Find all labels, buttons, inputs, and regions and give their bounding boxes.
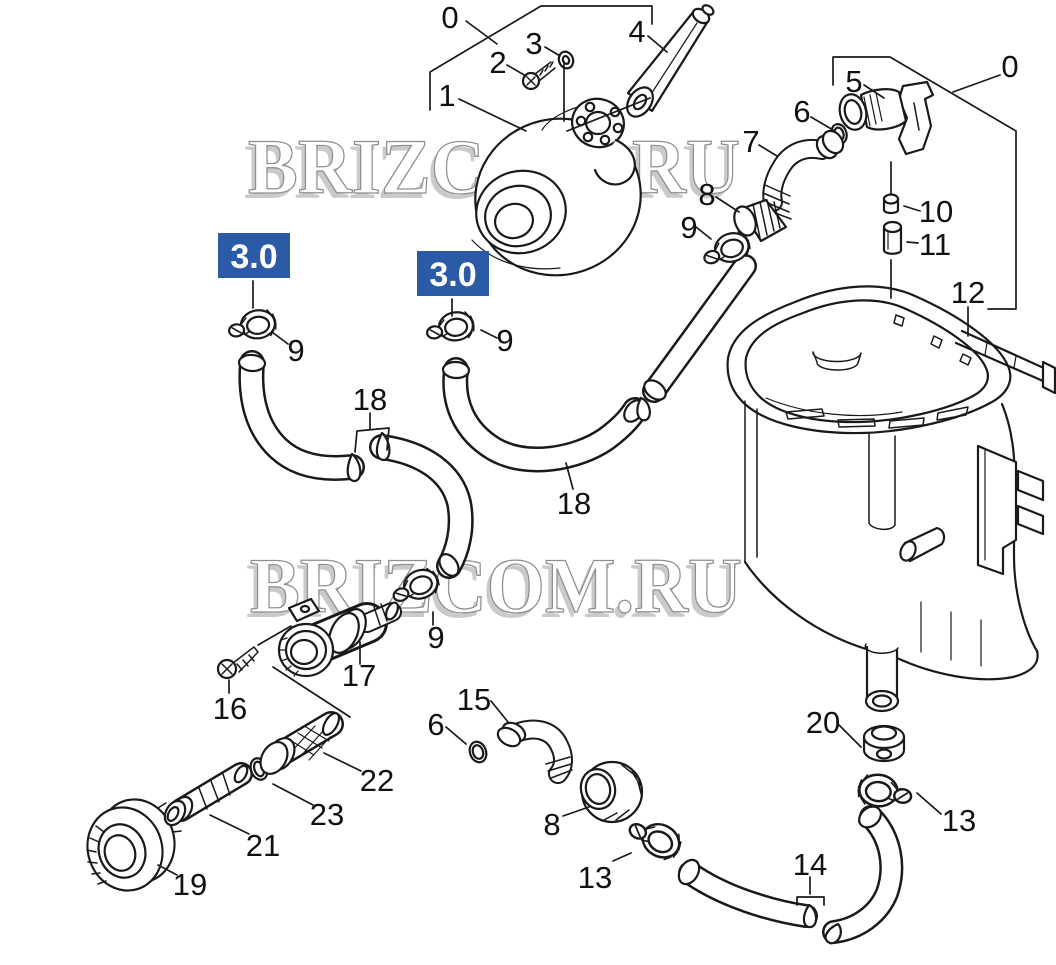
callout-part-18-left: 18 [353, 382, 387, 417]
bearing [571, 97, 625, 149]
callout-part-7: 7 [742, 124, 759, 159]
callout-part-1: 1 [438, 78, 455, 113]
hose-left [237, 350, 474, 579]
inlet-fitting [277, 597, 402, 678]
callout-part-6-top: 6 [793, 94, 810, 129]
o-ring-bottom [468, 740, 488, 764]
callout-part-22: 22 [360, 763, 394, 798]
tank-mount-rail [954, 329, 1056, 576]
callout-part-16: 16 [213, 691, 247, 726]
callout-part-3: 3 [525, 26, 542, 61]
callout-group-right: 0 [1001, 49, 1018, 84]
elbow-fitting [496, 719, 573, 784]
callout-part-9-mid: 9 [496, 323, 513, 358]
coupling-nut-top [733, 198, 788, 243]
watermark-text: BRIZCOM.RU [250, 542, 742, 629]
hose-clamp-left [225, 306, 279, 344]
callout-part-6-bottom: 6 [427, 707, 444, 742]
callout-part-12: 12 [951, 275, 985, 310]
drain-plug [862, 724, 906, 763]
cap-nut [86, 798, 182, 892]
coupling-nut-bottom [579, 760, 644, 824]
hose-clamp-bottom-mid [623, 809, 688, 866]
hose-barb-fitting [163, 762, 253, 827]
callout-group-top: 0 [441, 0, 458, 35]
callout-part-14: 14 [793, 847, 827, 882]
cap-plug [882, 193, 900, 215]
callout-part-13-right: 13 [942, 803, 976, 838]
callout-part-4: 4 [628, 14, 645, 49]
pump-housing [471, 97, 642, 277]
callout-part-8-bottom: 8 [543, 807, 560, 842]
callout-part-10: 10 [919, 194, 953, 229]
detergent-tank [726, 285, 1056, 713]
washer [557, 50, 575, 70]
callout-part-8-top: 8 [698, 177, 715, 212]
callout-part-13-mid: 13 [578, 860, 612, 895]
version-badge-left: 3.0 [218, 233, 290, 278]
callout-part-20: 20 [806, 705, 840, 740]
callout-part-21: 21 [246, 828, 280, 863]
callout-part-11: 11 [919, 227, 951, 262]
version-badge-label: 3.0 [429, 256, 476, 294]
callout-part-9-left: 9 [287, 333, 304, 368]
version-badge-label: 3.0 [230, 238, 277, 276]
callouts: 0 2 3 4 1 5 6 7 8 9 10 11 0 12 9 9 18 18… [173, 0, 1019, 902]
callout-part-15: 15 [457, 682, 491, 717]
hose-mid [441, 254, 757, 473]
callout-part-5: 5 [845, 64, 862, 99]
callout-part-9-topright: 9 [680, 210, 697, 245]
callout-part-17: 17 [342, 658, 376, 693]
sleeve [882, 220, 903, 255]
callout-part-18-right: 18 [557, 486, 591, 521]
hose-clamp-bottom-right [855, 771, 914, 811]
callout-part-2: 2 [489, 45, 506, 80]
callout-part-19: 19 [173, 867, 207, 902]
leader-lines [157, 5, 1017, 906]
screw-small [216, 646, 259, 680]
filter-strainer [259, 711, 344, 775]
version-badge-mid: 3.0 [417, 251, 489, 296]
hose-clamp-mid [423, 308, 477, 346]
hose-bottom [677, 805, 904, 945]
screw [521, 61, 556, 91]
elbow-hose [762, 129, 845, 220]
callout-part-23: 23 [310, 797, 344, 832]
callout-part-9-lower: 9 [427, 620, 444, 655]
tank-spout [899, 526, 946, 563]
tank-fitting [838, 80, 935, 156]
